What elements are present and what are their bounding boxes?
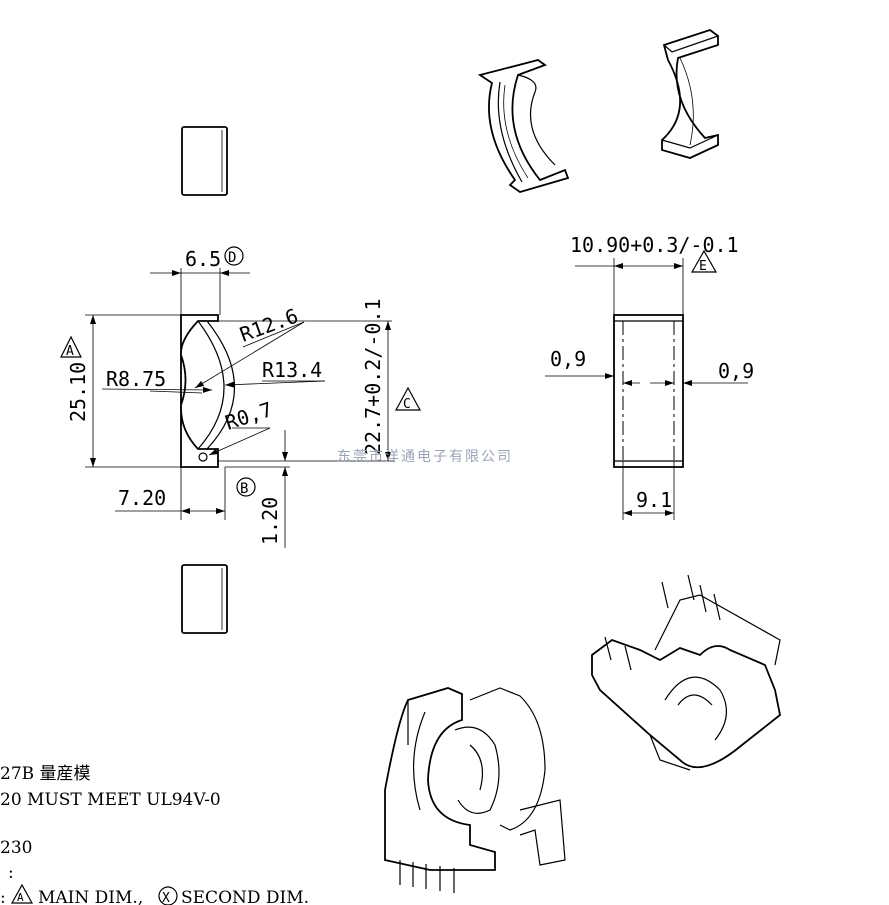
marker-a-label: A [66, 344, 74, 359]
triangle-marker-icon: E [690, 249, 718, 274]
dim-radius-inner: R8.75 [106, 367, 166, 391]
note-line-4: : [8, 863, 14, 883]
iso-bobbin-right [591, 574, 781, 771]
marker-d-label: D [228, 250, 236, 266]
marker-e-label: E [699, 259, 707, 274]
circle-marker-icon: X [158, 886, 178, 905]
dim-base-width: 7.20 [118, 486, 166, 510]
note-main-dim: MAIN DIM., [38, 888, 143, 905]
note-line-5-prefix: : [0, 888, 6, 905]
dim-inner-height: 22.7+0.2/-0.1 [361, 298, 385, 455]
front-view [85, 268, 395, 548]
triangle-marker-icon: A [10, 883, 34, 904]
circle-marker-icon: B [236, 477, 256, 497]
note-line-3: 230 [0, 838, 32, 858]
dim-wall-right: 0,9 [718, 359, 754, 383]
watermark: 东莞市洋通电子有限公司 [337, 448, 513, 465]
triangle-marker-icon: C [394, 386, 422, 412]
iso-shell-right [661, 28, 719, 159]
bottom-end-view [181, 564, 228, 634]
iso-bobbin-front [384, 687, 566, 893]
iso-shell-left [477, 59, 570, 193]
dim-height-total: 25.10 [66, 362, 90, 422]
dim-radius-mid: R13.4 [262, 358, 322, 382]
dim-wall-left: 0,9 [550, 347, 586, 371]
note-line-2: 20 MUST MEET UL94V-0 [0, 790, 221, 810]
top-end-view [181, 126, 228, 196]
note-marker-a: A [17, 891, 24, 904]
marker-c-label: C [403, 397, 411, 412]
dim-width-core: 6.5 [185, 247, 221, 271]
circle-marker-icon: D [224, 246, 244, 266]
triangle-marker-icon: A [60, 335, 82, 359]
dim-radius-outer: R12.6 [237, 304, 302, 347]
note-second-dim: SECOND DIM. [181, 888, 309, 905]
side-view [545, 258, 748, 520]
note-line-1: 27B 量産模 [0, 764, 91, 784]
dim-side-width: 10.90+0.3/-0.1 [570, 233, 739, 257]
dim-side-inner: 9.1 [636, 488, 672, 512]
note-marker-x: X [162, 891, 170, 905]
dim-offset: 1.20 [258, 497, 282, 545]
marker-b-label: B [240, 481, 248, 497]
notes: 27B 量産模 20 MUST MEET UL94V-0 230 : : A M… [0, 764, 309, 905]
